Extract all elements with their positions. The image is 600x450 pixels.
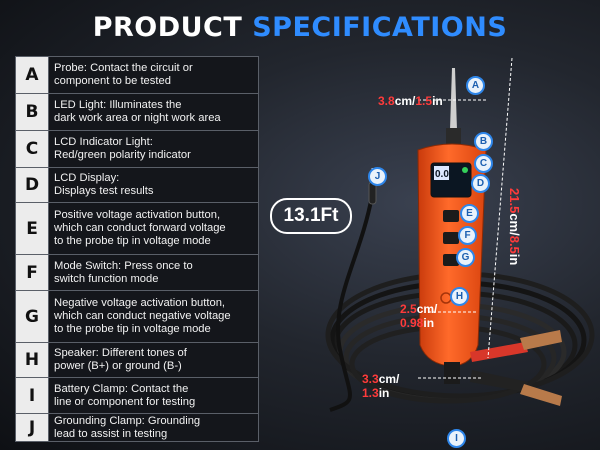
row-description: Battery Clamp: Contact the line or compo… — [54, 382, 196, 408]
row-letter: H — [16, 343, 49, 377]
row-description: Negative voltage activation button, whic… — [54, 297, 231, 335]
callout-badge-g: G — [456, 248, 475, 267]
row-letter: A — [16, 57, 49, 93]
width-top-label: 3.8cm/1.5in — [378, 94, 443, 108]
spec-row-c: C LCD Indicator Light: Red/green polarit… — [16, 131, 258, 168]
spec-row-e: E Positive voltage activation button, wh… — [16, 203, 258, 255]
spec-row-b: B LED Light: Illuminates the dark work a… — [16, 94, 258, 131]
negative-button — [443, 254, 459, 266]
total-length-label: 21.5cm/8.5in — [507, 188, 522, 266]
callout-badge-d: D — [471, 174, 490, 193]
probe-tip — [450, 68, 457, 130]
spec-row-j: J Grounding Clamp: Grounding lead to ass… — [16, 414, 258, 441]
callout-badge-h: H — [450, 287, 469, 306]
width-bottom-label: 3.3cm/ 1.3in — [362, 372, 400, 400]
row-description: LED Light: Illuminates the dark work are… — [54, 99, 221, 124]
grounding-lead — [329, 195, 374, 412]
title-part1: PRODUCT — [92, 12, 243, 43]
callout-badge-a: A — [466, 76, 485, 95]
callout-badge-b: B — [474, 132, 493, 151]
row-description: Probe: Contact the circuit or component … — [54, 62, 193, 87]
row-description: Grounding Clamp: Grounding lead to assis… — [54, 414, 201, 440]
row-letter: B — [16, 94, 49, 130]
spec-row-d: D LCD Display: Displays test results — [16, 168, 258, 203]
row-letter: F — [16, 255, 49, 290]
row-letter: C — [16, 131, 49, 167]
spec-row-h: H Speaker: Different tones of power (B+)… — [16, 343, 258, 378]
row-description: LCD Indicator Light: Red/green polarity … — [54, 136, 191, 161]
row-letter: J — [16, 414, 49, 441]
row-description: Mode Switch: Press once to switch functi… — [54, 259, 193, 285]
row-letter: E — [16, 203, 49, 254]
callout-badge-i: I — [447, 429, 466, 448]
spec-table: A Probe: Contact the circuit or componen… — [15, 56, 259, 442]
row-description: LCD Display: Displays test results — [54, 172, 154, 197]
spec-row-a: A Probe: Contact the circuit or componen… — [16, 57, 258, 94]
mode-switch-button — [443, 232, 459, 244]
page-title: PRODUCT SPECIFICATIONS — [0, 12, 600, 43]
callout-badge-j: J — [368, 167, 387, 186]
row-letter: D — [16, 168, 49, 202]
battery-clamps — [470, 330, 562, 406]
cable-length-badge: 13.1Ft — [270, 198, 352, 234]
spec-row-f: F Mode Switch: Press once to switch func… — [16, 255, 258, 291]
row-description: Positive voltage activation button, whic… — [54, 209, 226, 247]
row-letter: G — [16, 291, 49, 342]
callout-badge-f: F — [458, 226, 477, 245]
positive-button — [443, 210, 459, 222]
callout-badge-c: C — [474, 154, 493, 173]
width-mid-label: 2.5cm/ 0.98in — [400, 302, 438, 330]
row-letter: I — [16, 378, 49, 413]
callout-badge-e: E — [460, 204, 479, 223]
row-description: Speaker: Different tones of power (B+) o… — [54, 347, 187, 372]
spec-row-i: I Battery Clamp: Contact the line or com… — [16, 378, 258, 414]
spec-row-g: G Negative voltage activation button, wh… — [16, 291, 258, 343]
title-part2: SPECIFICATIONS — [252, 12, 508, 43]
lcd-reading: 0.0 — [435, 169, 449, 180]
